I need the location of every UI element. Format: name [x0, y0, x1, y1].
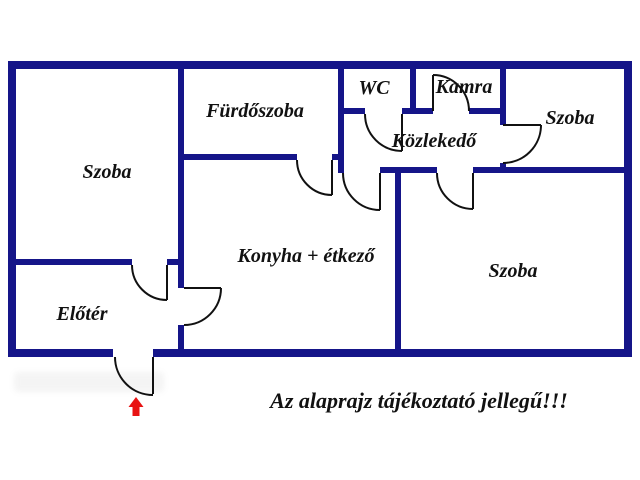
wall-outer-right	[624, 61, 632, 357]
wall-left-divider-upper	[178, 69, 184, 288]
room-label-kamra: Kamra	[435, 76, 493, 98]
wall-wc-bottom-left	[344, 108, 365, 114]
door-furdoszoba	[296, 159, 333, 196]
wall-konyha-szoba-divider	[395, 173, 401, 349]
doors	[114, 74, 542, 396]
wall-left-divider-lower	[178, 325, 184, 349]
walls	[8, 61, 632, 357]
wall-szoba-eloter	[16, 259, 132, 265]
room-label-furdoszoba: Fürdőszoba	[205, 100, 304, 122]
room-label-wc: WC	[358, 77, 390, 99]
door-wc	[364, 113, 403, 152]
door-entrance	[114, 356, 154, 396]
wall-outer-bottom-right	[153, 349, 632, 357]
door-eloter-konyha	[183, 287, 222, 326]
room-labels: Szoba Fürdőszoba WC Kamra Közlekedő Szob…	[55, 76, 594, 325]
door-kamra	[432, 74, 470, 112]
wall-furdoszoba-bottom	[184, 154, 297, 160]
disclaimer-text: Az alaprajz tájékoztató jellegű!!!	[268, 388, 568, 413]
wall-kamra-bottom-left	[416, 108, 433, 114]
wall-szoba-eloter-stub	[167, 259, 178, 265]
door-kozlekedo-konyha	[342, 172, 381, 211]
room-label-szoba-top-left: Szoba	[83, 161, 132, 183]
room-label-konyha-etkezo: Konyha + étkező	[237, 245, 377, 267]
wall-kozlekedo-bottom-c	[473, 167, 624, 173]
wall-outer-top	[8, 61, 632, 69]
wall-outer-left	[8, 61, 16, 357]
wall-outer-bottom-left	[8, 349, 113, 357]
entrance-arrow-icon	[128, 397, 144, 416]
wall-kamra-bottom-right	[469, 108, 503, 114]
door-kozlekedo-szoba-bottom	[436, 172, 474, 210]
scan-artifact-smudge	[14, 372, 164, 392]
wall-kozlekedo-bottom-a	[338, 167, 343, 173]
wall-wc-kamra-divider	[410, 69, 416, 108]
wall-szoba-tr-left-upper	[500, 69, 506, 125]
room-label-kozlekedo: Közlekedő	[391, 130, 478, 152]
room-label-eloter: Előtér	[55, 303, 107, 325]
wall-wc-bottom-right	[402, 108, 416, 114]
wall-kozlekedo-bottom-b	[380, 167, 437, 173]
door-szoba-eloter	[131, 264, 168, 301]
room-label-szoba-top-right: Szoba	[546, 107, 595, 129]
wall-furdoszoba-bottom-stub	[332, 154, 338, 160]
door-szoba-top-right	[502, 124, 542, 164]
wall-furdoszoba-right	[338, 69, 344, 173]
room-label-szoba-bottom-right: Szoba	[489, 260, 538, 282]
